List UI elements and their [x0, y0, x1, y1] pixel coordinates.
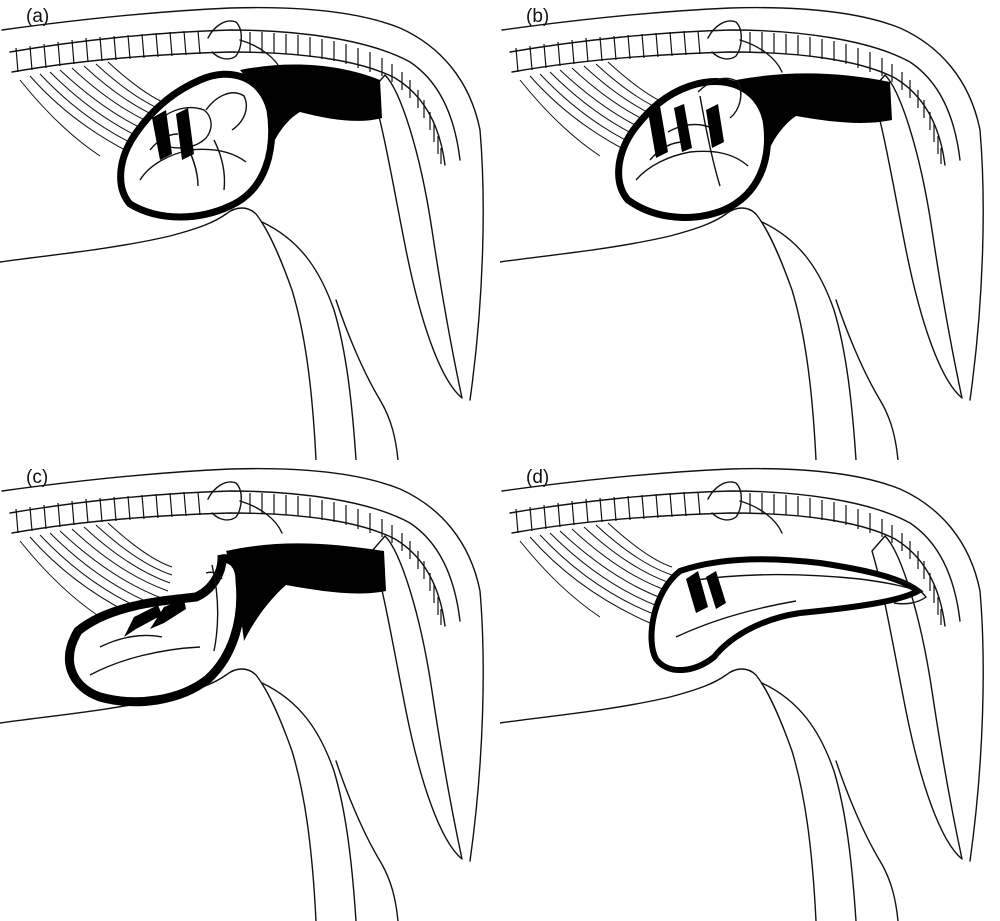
birth-canal — [226, 543, 386, 641]
uterus — [619, 81, 768, 217]
uterus — [121, 74, 272, 217]
panel-label: (a) — [26, 6, 49, 28]
panel-a: (a) — [0, 0, 500, 460]
panel-c: (c) — [0, 461, 500, 921]
panel-d: (d) — [500, 461, 1000, 921]
panel-label: (b) — [526, 6, 549, 28]
panel-label: (c) — [26, 467, 48, 489]
panel-a-drawing — [0, 0, 500, 460]
panel-b: (b) — [500, 0, 1000, 460]
panel-c-drawing — [0, 461, 500, 921]
panel-d-drawing — [500, 461, 1000, 921]
panel-b-drawing — [500, 0, 1000, 460]
panel-label: (d) — [526, 467, 549, 489]
